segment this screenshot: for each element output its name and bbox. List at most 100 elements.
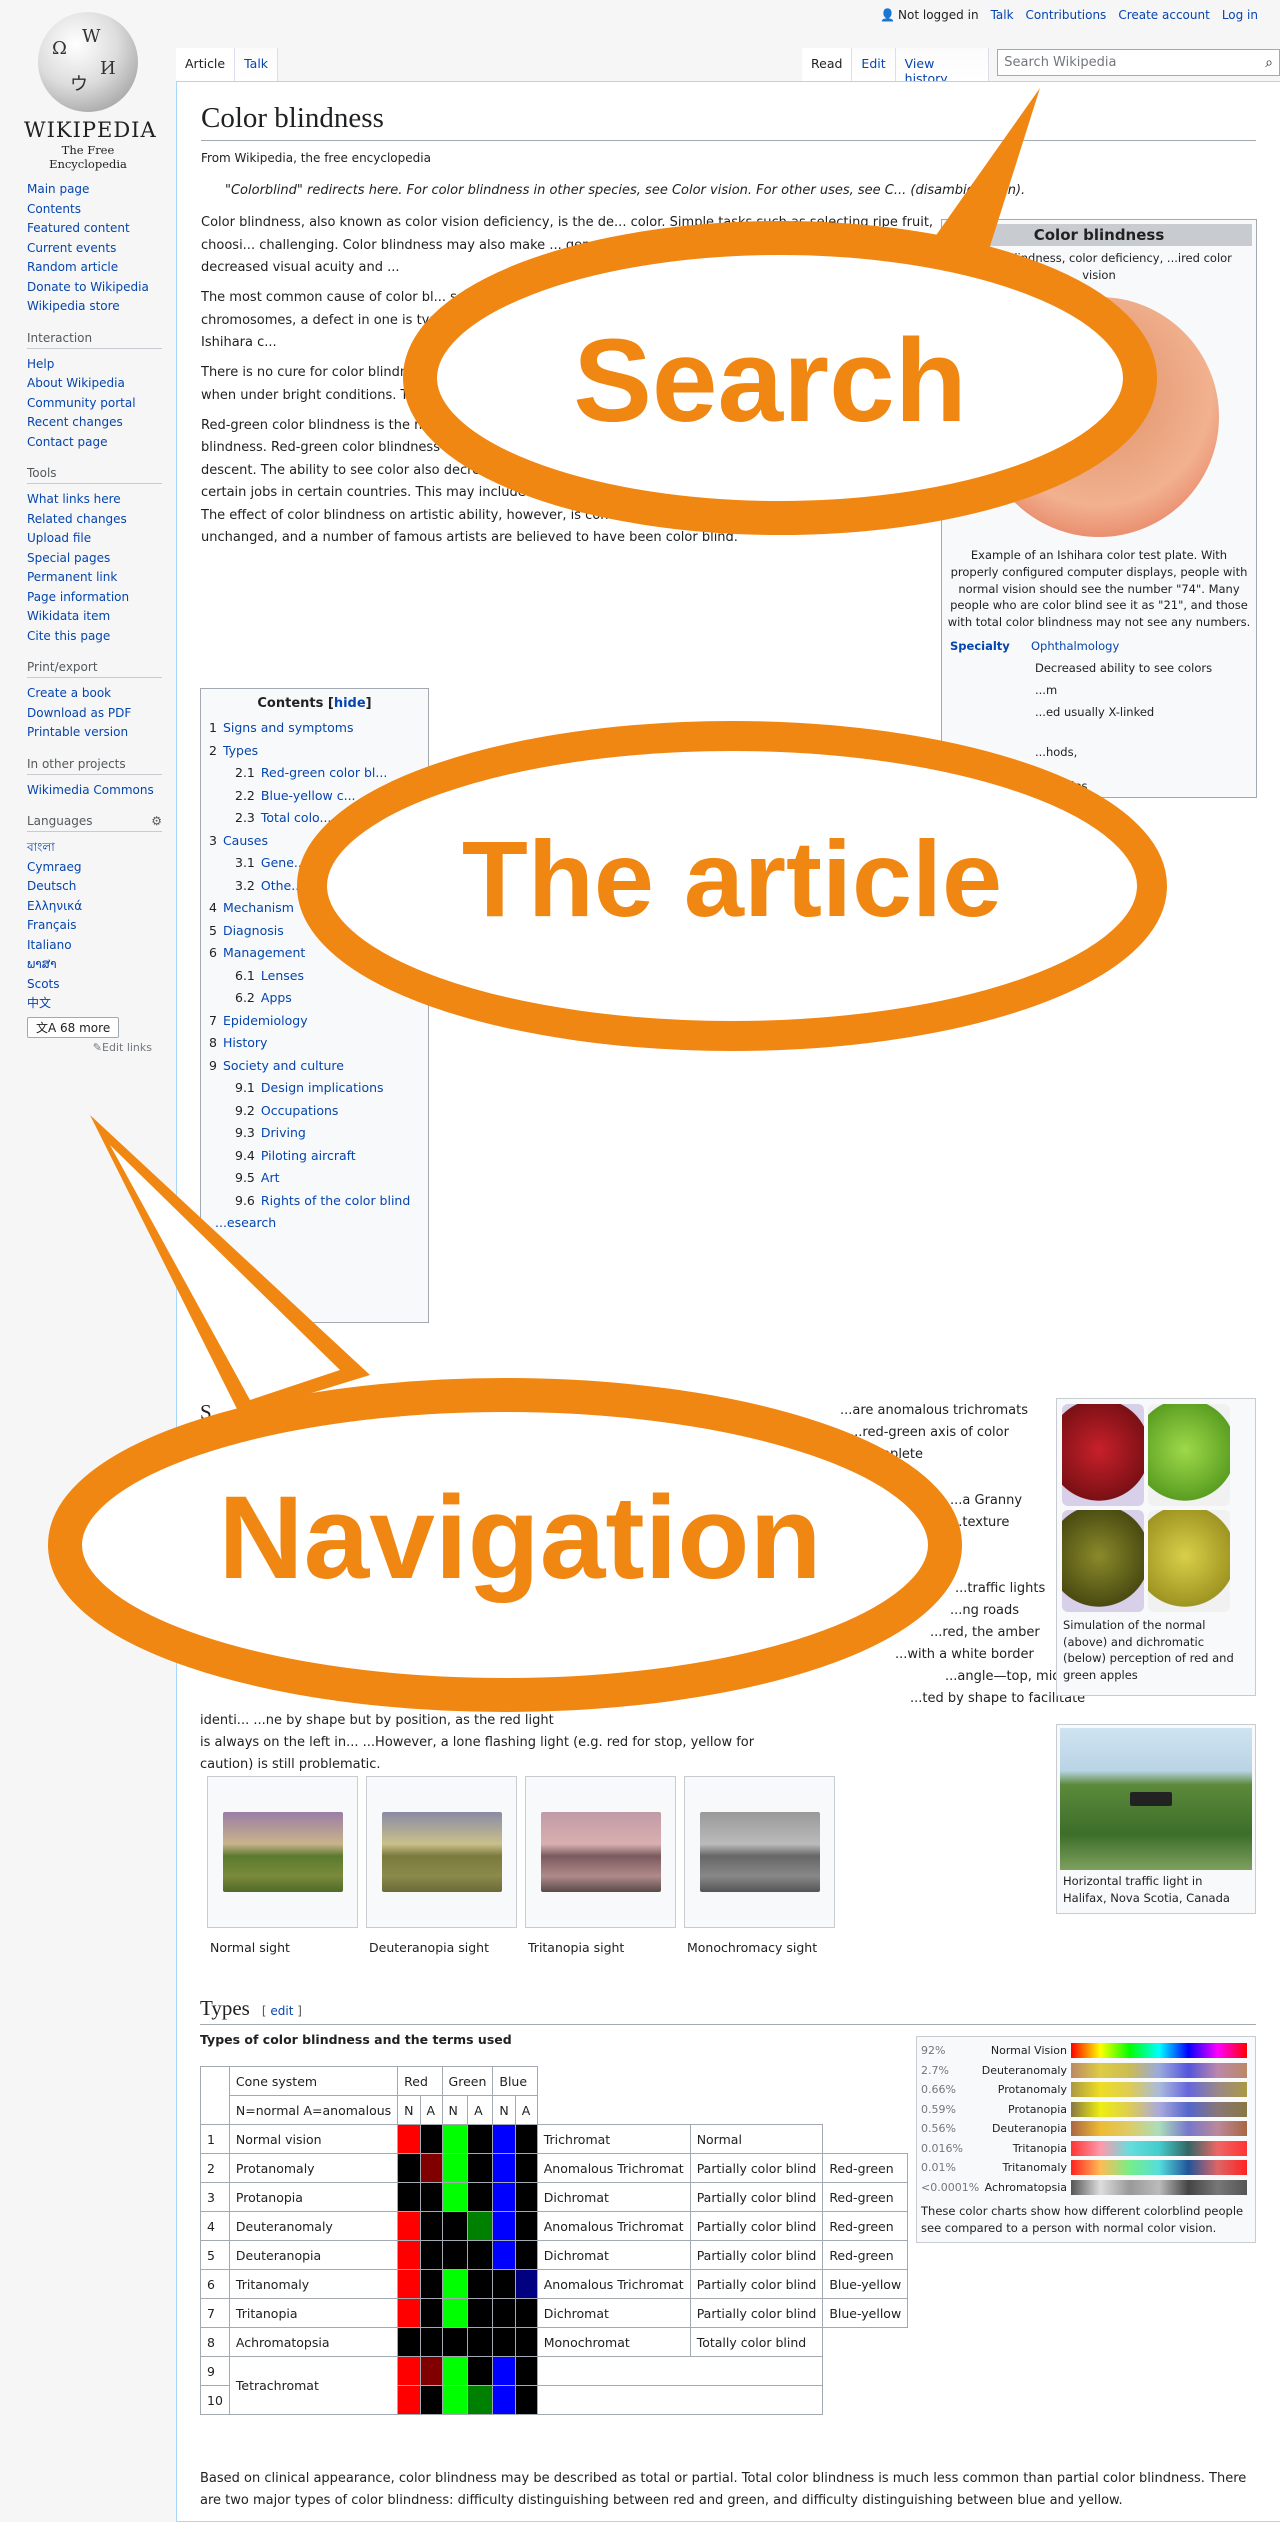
tab-history[interactable]: View history (895, 48, 990, 86)
toc-link[interactable]: History (222, 1035, 268, 1050)
sidebar-link[interactable]: Printable version (27, 725, 129, 739)
sidebar-link[interactable]: Wikidata item (27, 609, 111, 623)
gallery-item[interactable] (525, 1776, 676, 1928)
toc-link[interactable]: Mechanism (222, 900, 294, 915)
toc-link[interactable]: Driving (260, 1125, 306, 1140)
sidebar-link[interactable]: Current events (27, 240, 117, 255)
sidebar-link[interactable]: Main page (27, 182, 90, 196)
sidebar-link[interactable]: Help (27, 356, 55, 371)
toc-link[interactable]: Art (260, 1170, 280, 1185)
sidebar-link[interactable]: Italiano (27, 937, 72, 952)
edit-links[interactable]: ✎Edit links (27, 1041, 176, 1054)
sidebar-link[interactable]: Contact page (27, 434, 108, 449)
search-input[interactable]: Search Wikipedia ⌕ (997, 49, 1280, 76)
gallery-item[interactable] (366, 1776, 517, 1928)
toc-link[interactable]: Piloting aircraft (260, 1147, 356, 1163)
sidebar-link[interactable]: What links here (27, 492, 121, 506)
toc-link[interactable]: Diagnosis (222, 922, 284, 938)
sidebar-link[interactable]: Cymraeg (27, 859, 82, 874)
sidebar-link[interactable]: Wikimedia Commons (27, 782, 154, 797)
toc-hide-link[interactable]: hide (333, 696, 366, 711)
sidebar-link[interactable]: Community portal (27, 395, 136, 410)
sidebar-link[interactable]: Create a book (27, 686, 112, 700)
sidebar-link[interactable]: Upload file (27, 531, 92, 545)
sidebar-link[interactable]: Recent changes (27, 415, 123, 429)
sidebar-link[interactable]: Random article (27, 260, 119, 274)
toc-link[interactable]: Lenses (260, 967, 304, 983)
sidebar-link[interactable]: Ελληνικά (27, 898, 83, 913)
toc-link[interactable]: Design implications (260, 1080, 384, 1095)
more-languages-button[interactable]: 文A 68 more (27, 1016, 120, 1038)
login-link[interactable]: Log in (1221, 8, 1258, 22)
toc-link[interactable]: Blue-yellow c... (260, 787, 356, 803)
sidebar-link[interactable]: Featured content (27, 221, 130, 235)
contributions-link[interactable]: Contributions (1025, 8, 1107, 22)
toc-link[interactable]: Society and culture (222, 1057, 344, 1073)
talk-link[interactable]: Talk (990, 8, 1014, 22)
sidebar-link[interactable]: Scots (27, 976, 60, 991)
apples-image[interactable] (1060, 1402, 1252, 1614)
gallery-item[interactable] (684, 1776, 835, 1928)
edit-section[interactable]: [ edit ] (261, 2004, 302, 2018)
sidebar-link[interactable]: Donate to Wikipedia (27, 279, 149, 294)
toc-link[interactable]: Apps (260, 990, 292, 1005)
toc-link[interactable]: Causes (222, 832, 268, 848)
sidebar-link[interactable]: ພາສາ (27, 957, 57, 971)
sidebar-link[interactable]: Deutsch (27, 879, 77, 893)
gallery-item[interactable] (207, 1776, 358, 1928)
toc-link[interactable]: ...esearch (215, 1215, 277, 1230)
sidebar-link[interactable]: Wikipedia store (27, 299, 120, 313)
sidebar-link[interactable]: Contents (27, 201, 81, 216)
traffic-light-image[interactable] (1060, 1728, 1252, 1870)
toc-link[interactable]: Occupations (260, 1102, 339, 1118)
sidebar-link[interactable]: Page information (27, 589, 130, 604)
tab-article[interactable]: Article (176, 48, 236, 81)
toc-link[interactable]: Othe... (260, 877, 304, 893)
edit-section-link[interactable]: edit (270, 2004, 294, 2018)
toc-link[interactable]: Signs and symptoms (222, 720, 354, 735)
tab-talk[interactable]: Talk (235, 48, 279, 81)
specialty-link[interactable]: Ophthalmology (1031, 638, 1120, 653)
toc-link[interactable]: Management (222, 945, 306, 960)
toc-link[interactable]: Rights of the color blind (260, 1192, 411, 1208)
toc-link[interactable]: Types (222, 742, 259, 758)
gear-icon[interactable]: ⚙ (151, 814, 162, 828)
sidebar-link[interactable]: বাংলা (27, 840, 55, 854)
sidebar-link[interactable]: Permanent link (27, 570, 118, 584)
sidebar-link[interactable]: Related changes (27, 511, 127, 526)
toc-item[interactable]: ...esearch (209, 1212, 420, 1235)
create-account-link[interactable]: Create account (1118, 8, 1210, 22)
search-icon[interactable]: ⌕ (1265, 54, 1273, 71)
toc-link[interactable]: Epidemiology (222, 1012, 308, 1028)
sidebar-link[interactable]: Cite this page (27, 628, 111, 643)
sidebar-link[interactable]: About Wikipedia (27, 376, 125, 390)
sidebar-link[interactable]: Français (27, 918, 77, 932)
toc-link[interactable]: Total colo... (260, 810, 332, 825)
sidebar-link[interactable]: 中文 (27, 996, 52, 1010)
tab-read[interactable]: Read (802, 48, 853, 81)
sidebar-link[interactable]: Download as PDF (27, 705, 132, 720)
